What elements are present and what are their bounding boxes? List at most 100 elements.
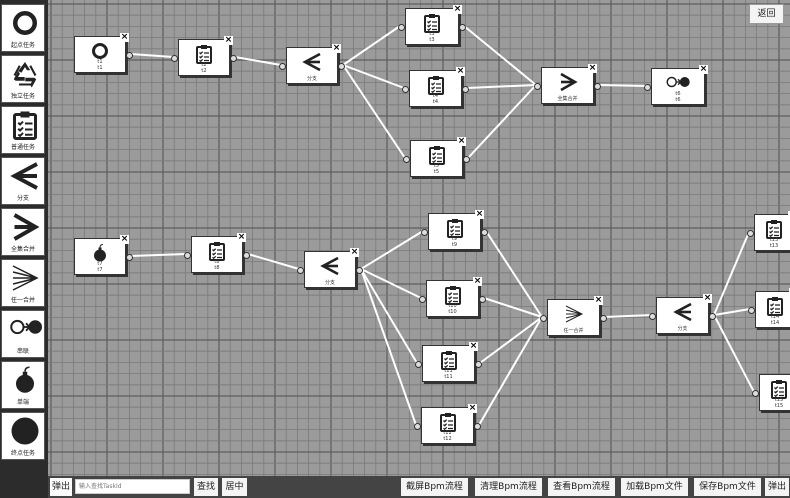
palette-item-recycle[interactable]: 独立任务: [1, 55, 45, 103]
output-port[interactable]: [230, 54, 237, 62]
flow-node[interactable]: 分支×: [279, 43, 345, 84]
load-bpm-button[interactable]: 加载Bpm文件: [621, 478, 688, 496]
output-port[interactable]: [709, 312, 716, 320]
output-port[interactable]: [356, 266, 363, 274]
input-port[interactable]: [644, 83, 651, 91]
output-port[interactable]: [126, 51, 133, 59]
close-icon[interactable]: ×: [237, 232, 246, 242]
input-port[interactable]: [297, 266, 304, 274]
input-port[interactable]: [649, 312, 656, 320]
search-button[interactable]: 查找: [194, 478, 218, 496]
save-bpm-button[interactable]: 保存Bpm文件: [694, 478, 761, 496]
input-port[interactable]: [748, 306, 755, 314]
center-button[interactable]: 居中: [222, 478, 247, 496]
close-icon[interactable]: ×: [453, 4, 462, 14]
popup-left-button[interactable]: 弹出: [50, 478, 72, 496]
close-icon[interactable]: ×: [594, 295, 603, 305]
input-port[interactable]: [414, 422, 421, 430]
input-port[interactable]: [403, 155, 410, 163]
connection-line[interactable]: [604, 314, 652, 318]
connection-line[interactable]: [713, 231, 750, 316]
input-port[interactable]: [421, 228, 428, 236]
connection-line[interactable]: [342, 64, 406, 159]
output-port[interactable]: [126, 253, 133, 261]
output-port[interactable]: [338, 62, 345, 70]
input-port[interactable]: [419, 295, 426, 303]
connection-line[interactable]: [466, 84, 537, 89]
input-port[interactable]: [184, 251, 191, 259]
close-icon[interactable]: ×: [699, 64, 708, 74]
close-icon[interactable]: ×: [468, 403, 477, 413]
connection-line[interactable]: [713, 308, 751, 316]
output-port[interactable]: [600, 314, 607, 322]
close-icon[interactable]: ×: [120, 32, 129, 42]
output-port[interactable]: [475, 360, 482, 368]
connection-line[interactable]: [342, 64, 405, 89]
connection-line[interactable]: [713, 314, 755, 393]
connection-line[interactable]: [130, 53, 174, 58]
input-port[interactable]: [415, 360, 422, 368]
connection-line[interactable]: [360, 268, 418, 364]
palette-item-serial[interactable]: 串联: [1, 310, 45, 358]
close-icon[interactable]: ×: [788, 211, 790, 220]
close-icon[interactable]: ×: [469, 341, 478, 351]
close-icon[interactable]: ×: [350, 247, 359, 257]
connection-line[interactable]: [479, 316, 543, 364]
palette-item-full-merge[interactable]: 全集合并: [1, 208, 45, 256]
close-icon[interactable]: ×: [703, 293, 712, 303]
flow-node[interactable]: 任一合并×: [540, 295, 607, 336]
connection-line[interactable]: [598, 84, 647, 87]
close-icon[interactable]: ×: [224, 35, 233, 45]
output-port[interactable]: [243, 251, 250, 259]
clear-bpm-button[interactable]: 清理Bpm流程: [475, 478, 542, 496]
connection-line[interactable]: [247, 253, 300, 270]
input-port[interactable]: [534, 82, 541, 90]
connection-line[interactable]: [360, 268, 417, 426]
palette-item-branch[interactable]: 分支: [1, 157, 45, 205]
output-port[interactable]: [594, 82, 601, 90]
connection-line[interactable]: [342, 25, 401, 66]
connection-line[interactable]: [478, 316, 543, 426]
close-icon[interactable]: ×: [588, 63, 597, 73]
connection-line[interactable]: [485, 230, 543, 318]
input-port[interactable]: [398, 23, 405, 31]
connection-line[interactable]: [130, 253, 187, 257]
close-icon[interactable]: ×: [332, 43, 341, 53]
output-port[interactable]: [463, 155, 470, 163]
input-port[interactable]: [752, 389, 759, 397]
palette-item-start-circle[interactable]: 起点任务: [1, 4, 45, 52]
connection-line[interactable]: [463, 25, 537, 86]
connection-line[interactable]: [234, 56, 282, 66]
connection-line[interactable]: [483, 297, 543, 318]
output-port[interactable]: [459, 23, 466, 31]
view-bpm-button[interactable]: 查看Bpm流程: [548, 478, 615, 496]
palette-item-bomb[interactable]: 单端: [1, 361, 45, 409]
output-port[interactable]: [479, 295, 486, 303]
output-port[interactable]: [462, 85, 469, 93]
close-icon[interactable]: ×: [120, 234, 129, 244]
output-port[interactable]: [474, 422, 481, 430]
flow-node[interactable]: 全集合并×: [534, 63, 601, 104]
input-port[interactable]: [747, 229, 754, 237]
close-icon[interactable]: ×: [456, 66, 465, 76]
input-port[interactable]: [171, 54, 178, 62]
screenshot-bpm-button[interactable]: 截屏Bpm流程: [401, 478, 468, 496]
back-button[interactable]: 返回: [749, 4, 784, 24]
input-port[interactable]: [279, 62, 286, 70]
palette-item-end-circle[interactable]: 终点任务: [1, 412, 45, 460]
close-icon[interactable]: ×: [457, 136, 466, 146]
palette-item-clipboard[interactable]: 普通任务: [1, 106, 45, 154]
